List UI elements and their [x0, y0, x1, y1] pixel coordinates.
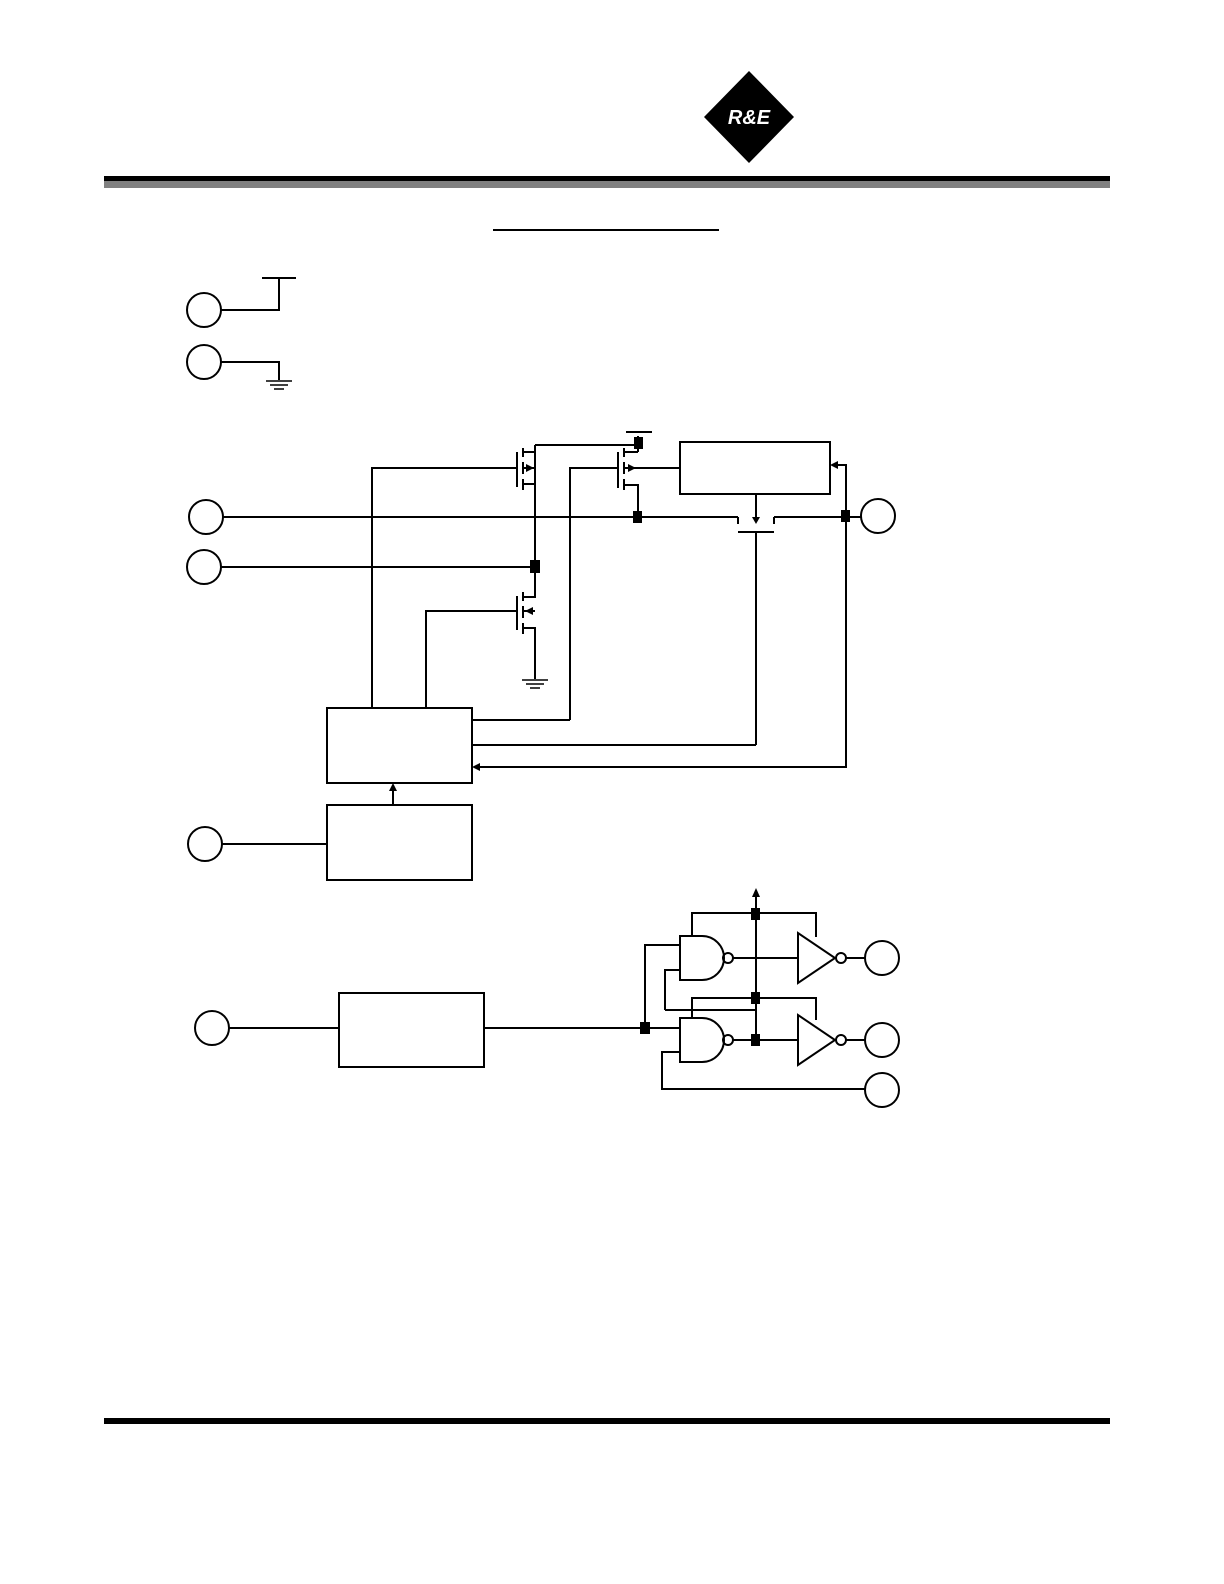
pmos1-gate-wire: [371, 467, 517, 708]
nand-gate-1: [679, 935, 734, 981]
input-pin-4: [194, 1010, 230, 1046]
wire-gate1-in-a: [644, 944, 680, 1028]
pmos-transistor-1: [516, 444, 640, 566]
ground-symbol-icon: [266, 380, 292, 390]
nand-gate-2: [679, 1017, 734, 1063]
gnd-pin-group: [186, 344, 292, 390]
pmos2-gate-wire: [569, 467, 618, 720]
arrow-left-icon: [472, 763, 480, 771]
vdd-pin-group: [186, 277, 296, 328]
header-rule-gray: [104, 181, 1110, 188]
logo-text: R&E: [728, 107, 771, 129]
output-pin-4: [864, 1072, 900, 1108]
logic-block-lower: [326, 804, 473, 881]
feedback-wire-bottom: [478, 516, 847, 768]
wire-gate2-in-b: [661, 1051, 865, 1090]
junction-dot: [751, 908, 760, 920]
junction-dot: [841, 510, 850, 522]
control-block-top: [679, 441, 831, 495]
logic-block-main: [326, 707, 473, 784]
input-pin-2: [186, 549, 222, 585]
pmos-transistor-2: [617, 431, 680, 517]
output-pin-3: [864, 1022, 900, 1058]
junction-dot: [634, 437, 643, 449]
junction-dot: [530, 560, 540, 573]
ground-symbol-icon: [522, 679, 548, 689]
header: R&E: [104, 71, 1110, 188]
driver-section: [186, 431, 896, 881]
junction-dot: [640, 1022, 650, 1034]
arrow-up-icon: [389, 783, 397, 791]
junction-dot: [633, 511, 642, 523]
junction-dot: [751, 1034, 760, 1046]
vdd-wire: [221, 278, 280, 311]
inverter-1: [797, 931, 847, 985]
output-pin-1: [860, 498, 896, 534]
inverter-2: [797, 1013, 847, 1067]
arrow-up-icon: [752, 888, 760, 897]
company-logo: R&E: [704, 71, 794, 163]
wire-gate1-in-b: [664, 969, 680, 1010]
vdd-pin: [186, 292, 222, 328]
arrow-left-icon: [830, 461, 838, 469]
gnd-pin: [186, 344, 222, 380]
switch-symbol-icon: [737, 517, 775, 745]
input-pin-1: [188, 499, 224, 535]
input-pin-3: [187, 826, 223, 862]
footer-rule: [104, 1418, 1110, 1424]
junction-dot: [751, 992, 760, 1004]
output-pin-2: [864, 940, 900, 976]
nmos-transistor: [516, 567, 536, 679]
logic-section: [194, 888, 900, 1108]
header-rule-dark: [104, 176, 1110, 181]
gnd-wire: [221, 361, 280, 380]
feedback-wire-top: [834, 464, 847, 516]
nmos-gate-wire: [425, 610, 517, 708]
logic-block-bottom: [338, 992, 485, 1068]
